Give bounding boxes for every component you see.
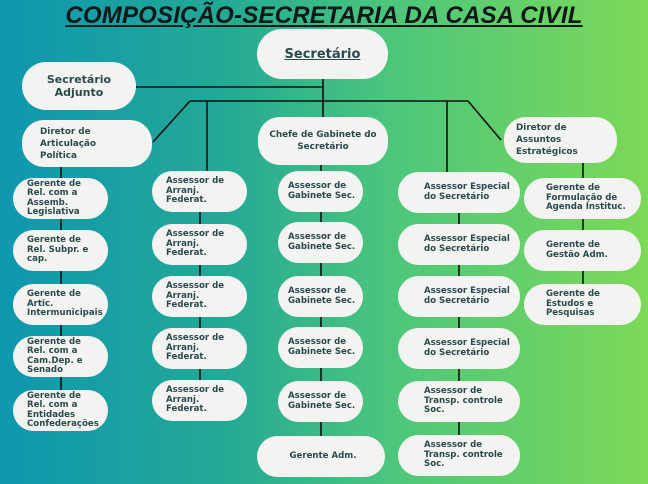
node-label: Assessor Especial do Secretário	[424, 182, 510, 202]
org-node: Assessor Especial do Secretário	[398, 224, 520, 265]
node-label: Assessor Especial do Secretário	[424, 234, 510, 254]
node-label: Diretor de Articulação Política	[40, 126, 96, 161]
org-node: Gerente de Rel. com a Assemb. Legislativ…	[13, 178, 108, 219]
org-node: Gerente de Artic. Intermunicipais	[13, 284, 108, 325]
node-label: Gerente de Rel. com a Entidades Confeder…	[27, 390, 99, 429]
node-label: Assessor Especial do Secretário	[424, 338, 510, 358]
org-node: Gerente Adm.	[257, 436, 385, 477]
node-secretario: Secretário	[257, 29, 388, 79]
node-label: Assessor de Gabinete Sec.	[288, 286, 356, 306]
org-node: Assessor de Gabinete Sec.	[278, 381, 363, 422]
node-label: Assessor de Arranj. Federat.	[166, 176, 225, 206]
node-label: Assessor de Gabinete Sec.	[288, 391, 356, 411]
node-label: Gerente de Gestão Adm.	[546, 240, 608, 260]
node-label: Diretor de Assuntos Estratégicos	[516, 123, 578, 157]
node-label: Assessor de Arranj. Federat.	[166, 281, 225, 311]
org-node: Assessor Especial do Secretário	[398, 172, 520, 213]
org-node: Assessor de Gabinete Sec.	[278, 327, 363, 368]
node-label: Gerente de Artic. Intermunicipais	[27, 289, 103, 319]
node-label: Chefe de Gabinete do Secretário	[269, 130, 377, 152]
node-label: Assessor de Gabinete Sec.	[288, 181, 356, 201]
node-label: Assessor de Gabinete Sec.	[288, 337, 356, 357]
node-label: Assessor de Arranj. Federat.	[166, 385, 225, 415]
node-chefe-gabinete: Chefe de Gabinete do Secretário	[258, 117, 388, 165]
org-node: Gerente de Rel. com a Cam.Dep. e Senado	[13, 336, 108, 377]
node-label: Secretário	[284, 46, 361, 62]
node-label: Gerente Adm.	[289, 450, 357, 461]
node-label: Gerente de Rel. Subpr. e cap.	[27, 235, 89, 265]
node-label: Gerente de Formulação de Agenda Instituc…	[546, 183, 626, 213]
org-node: Assessor de Transp. controle Soc.	[398, 381, 520, 422]
node-label: Assessor de Transp. controle Soc.	[424, 386, 503, 416]
node-label: Assessor de Arranj. Federat.	[166, 229, 225, 259]
org-node: Gerente de Rel. com a Entidades Confeder…	[13, 390, 108, 431]
node-label: Secretário Adjunto	[46, 73, 112, 99]
org-node: Assessor de Gabinete Sec.	[278, 276, 363, 317]
org-node: Gerente de Rel. Subpr. e cap.	[13, 230, 108, 271]
org-node: Gerente de Gestão Adm.	[524, 230, 641, 271]
org-node: Assessor de Arranj. Federat.	[152, 276, 247, 317]
org-node: Assessor de Gabinete Sec.	[278, 171, 363, 212]
org-node: Gerente de Formulação de Agenda Instituc…	[524, 178, 641, 219]
node-label: Gerente de Rel. com a Assemb. Legislativ…	[27, 178, 81, 217]
node-label: Gerente de Estudos e Pesquisas	[546, 289, 600, 319]
org-node: Gerente de Estudos e Pesquisas	[524, 284, 641, 325]
org-node: Assessor de Arranj. Federat.	[152, 171, 247, 212]
node-label: Assessor de Gabinete Sec.	[288, 232, 356, 252]
org-node: Assessor de Arranj. Federat.	[152, 380, 247, 421]
org-node: Assessor de Gabinete Sec.	[278, 222, 363, 263]
org-node: Assessor Especial do Secretário	[398, 328, 520, 369]
node-label: Gerente de Rel. com a Cam.Dep. e Senado	[27, 336, 83, 375]
org-node: Assessor Especial do Secretário	[398, 276, 520, 317]
node-label: Assessor de Arranj. Federat.	[166, 333, 225, 363]
org-node: Assessor de Transp. controle Soc.	[398, 435, 520, 476]
org-node: Assessor de Arranj. Federat.	[152, 224, 247, 265]
node-diretor-articulacao: Diretor de Articulação Política	[22, 120, 152, 167]
org-node: Assessor de Arranj. Federat.	[152, 328, 247, 369]
node-secretario-adjunto: Secretário Adjunto	[22, 62, 136, 110]
node-diretor-assuntos: Diretor de Assuntos Estratégicos	[504, 117, 617, 163]
node-label: Assessor de Transp. controle Soc.	[424, 440, 503, 470]
node-label: Assessor Especial do Secretário	[424, 286, 510, 306]
page-title: COMPOSIÇÃO-SECRETARIA DA CASA CIVIL	[65, 2, 583, 29]
